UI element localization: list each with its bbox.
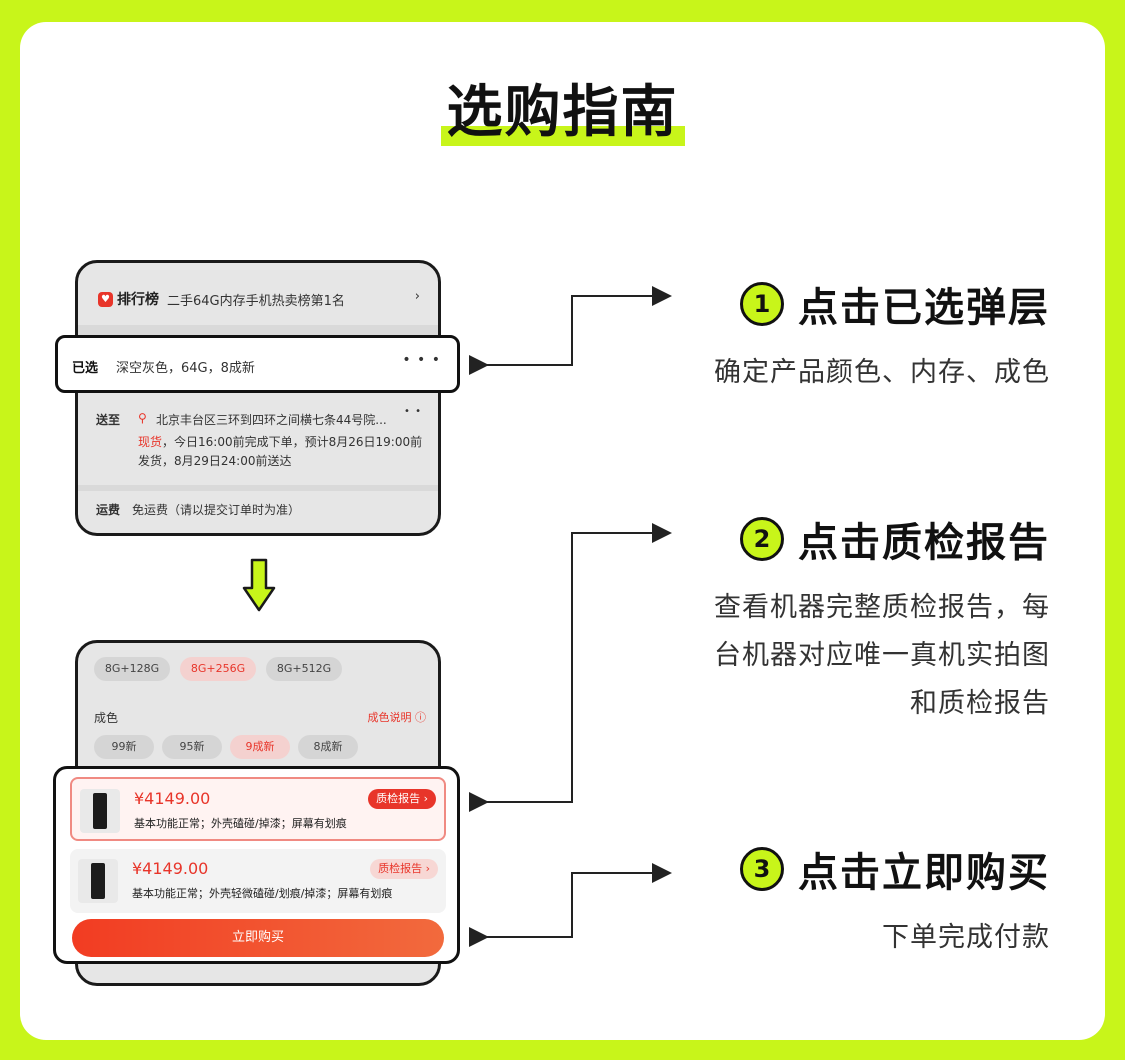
title-wrap: 选购指南 <box>0 78 1125 148</box>
step-title: 点击立即购买 <box>798 850 1050 896</box>
rank-row[interactable]: ♥ 排行榜 二手64G内存手机热卖榜第1名 <box>98 289 345 309</box>
condition-option[interactable]: 99新 <box>94 735 154 759</box>
listing-popout: ¥4149.00 基本功能正常；外壳磕碰/掉漆；屏幕有划痕 质检报告 › ¥41… <box>53 766 460 964</box>
step-desc: 确定产品颜色、内存、成色 <box>714 357 1050 388</box>
step-title: 点击质检报告 <box>798 520 1050 566</box>
selected-spec-popout[interactable]: 已选 深空灰色，64G，8成新 • • • <box>55 335 460 393</box>
step-title: 点击已选弹层 <box>798 285 1050 331</box>
step-desc: 查看机器完整质检报告，每 台机器对应唯一真机实拍图 和质检报告 <box>714 592 1050 719</box>
selected-label: 已选 <box>72 361 99 376</box>
phone-thumbnail <box>78 859 118 903</box>
in-stock-tag: 现货 <box>138 435 163 449</box>
availability-text: 现货，今日16:00前完成下单，预计8月26日19:00前发货，8月29日24:… <box>138 435 423 468</box>
buy-now-button[interactable]: 立即购买 <box>72 919 444 957</box>
phone-thumbnail <box>80 789 120 833</box>
divider <box>78 485 438 491</box>
more-icon[interactable]: • • <box>404 406 422 417</box>
condition-help-link[interactable]: 成色说明 ⓘ <box>367 711 427 724</box>
divider <box>78 325 438 335</box>
product-detail-panel: ♥ 排行榜 二手64G内存手机热卖榜第1名 › 送至 ⚲ 北京丰台区三环到四环之… <box>75 260 441 536</box>
quality-report-button[interactable]: 质检报告 › <box>368 789 436 809</box>
condition-option[interactable]: 95新 <box>162 735 222 759</box>
freight-text: 免运费（请以提交订单时为准） <box>132 503 301 517</box>
rank-text: 二手64G内存手机热卖榜第1名 <box>167 293 345 309</box>
ship-label: 送至 <box>96 413 121 427</box>
memory-option[interactable]: 8G+128G <box>94 657 170 681</box>
item-desc: 基本功能正常；外壳轻微磕碰/划痕/掉漆；屏幕有划痕 <box>132 887 393 900</box>
ship-address: 北京丰台区三环到四环之间横七条44号院... <box>156 413 387 427</box>
condition-option-selected[interactable]: 9成新 <box>230 735 290 759</box>
item-price: ¥4149.00 <box>132 859 209 878</box>
page-title: 选购指南 <box>440 78 685 148</box>
more-icon[interactable]: • • • <box>402 352 441 368</box>
step-1: 1 点击已选弹层 确定产品颜色、内存、成色 <box>714 275 1050 397</box>
selected-value: 深空灰色，64G，8成新 <box>116 361 255 376</box>
listing-item[interactable]: ¥4149.00 基本功能正常；外壳磕碰/掉漆；屏幕有划痕 质检报告 › <box>70 777 446 841</box>
item-desc: 基本功能正常；外壳磕碰/掉漆；屏幕有划痕 <box>134 817 347 830</box>
rank-logo: ♥ 排行榜 <box>98 289 159 309</box>
condition-option[interactable]: 8成新 <box>298 735 358 759</box>
listing-item[interactable]: ¥4149.00 基本功能正常；外壳轻微磕碰/划痕/掉漆；屏幕有划痕 质检报告 … <box>70 849 446 913</box>
freight-row: 运费免运费（请以提交订单时为准） <box>96 501 300 518</box>
arrow-down-icon <box>242 558 276 612</box>
step-2: 2 点击质检报告 查看机器完整质检报告，每 台机器对应唯一真机实拍图 和质检报告 <box>714 510 1050 728</box>
condition-label: 成色 <box>94 711 119 725</box>
step-number-badge: 2 <box>740 517 784 561</box>
memory-option-selected[interactable]: 8G+256G <box>180 657 256 681</box>
step-3: 3 点击立即购买 下单完成付款 <box>740 840 1050 962</box>
item-price: ¥4149.00 <box>134 789 211 808</box>
step-number-badge: 3 <box>740 847 784 891</box>
rank-icon: ♥ <box>98 291 113 307</box>
freight-label: 运费 <box>96 503 121 517</box>
step-number-badge: 1 <box>740 282 784 326</box>
location-pin-icon: ⚲ <box>138 411 147 425</box>
memory-option[interactable]: 8G+512G <box>266 657 342 681</box>
step-desc: 下单完成付款 <box>882 922 1050 953</box>
chevron-right-icon[interactable]: › <box>414 289 420 304</box>
quality-report-button[interactable]: 质检报告 › <box>370 859 438 879</box>
